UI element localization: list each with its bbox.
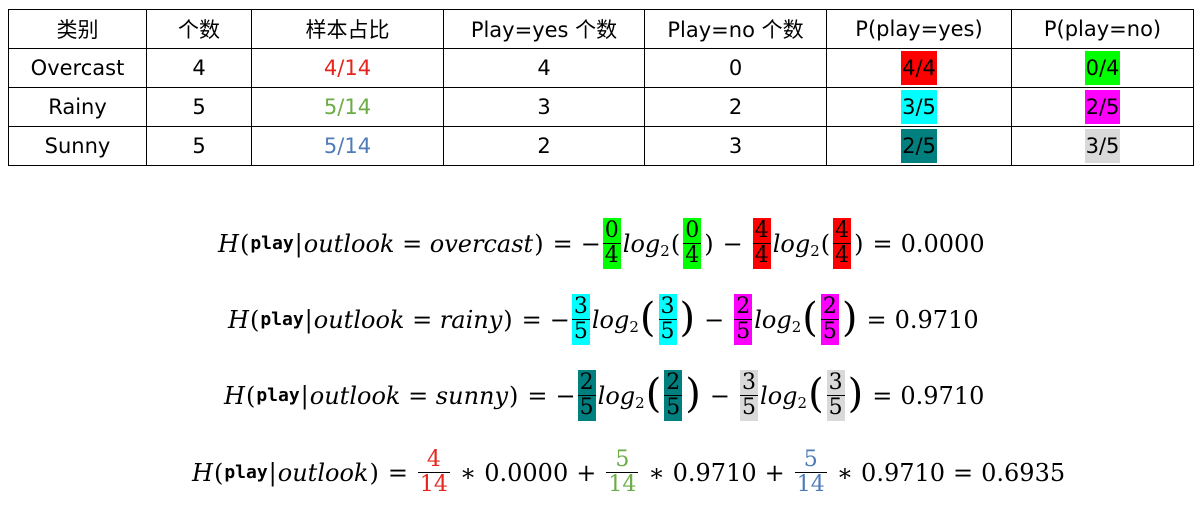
cell-category: Sunny (8, 126, 147, 166)
log-text: log (597, 381, 636, 410)
cell-ratio: 5/14 (251, 87, 444, 127)
cell-ratio: 4/14 (251, 48, 444, 88)
log-text: log (622, 229, 661, 258)
formula-result: 0.6935 (981, 458, 1066, 487)
header-yes-count: Play=yes 个数 (443, 9, 645, 49)
log-text: log (772, 229, 811, 258)
log-text: log (754, 305, 792, 334)
formula-condition: outlook = overcast (303, 229, 534, 258)
header-count: 个数 (146, 9, 252, 49)
cell-p-no: 3/5 (1011, 126, 1194, 166)
formula-play: play (250, 233, 294, 254)
cell-p-yes: 4/4 (826, 48, 1012, 88)
ratio-text: 5/14 (323, 95, 372, 119)
formula-condition: outlook = sunny (309, 381, 509, 410)
formula-play: play (256, 385, 300, 406)
header-category: 类别 (8, 9, 147, 49)
p-yes-highlight: 4/4 (901, 51, 937, 85)
formula-result: 0.9710 (900, 381, 985, 410)
cell-yes: 2 (443, 126, 645, 166)
cell-p-yes: 3/5 (826, 87, 1012, 127)
formula-condition: outlook = rainy (313, 305, 503, 334)
header-p-yes: P(play=yes) (826, 9, 1012, 49)
cell-no: 0 (644, 48, 827, 88)
p-yes-highlight: 2/5 (901, 129, 937, 163)
formula-result: 0.0000 (900, 229, 985, 258)
cell-count: 4 (146, 48, 252, 88)
log-text: log (760, 381, 798, 410)
p-no-highlight: 2/5 (1084, 90, 1121, 124)
formula-result: 0.9710 (894, 305, 979, 334)
cell-category: Overcast (8, 48, 147, 88)
cell-p-yes: 2/5 (826, 126, 1012, 166)
cell-p-no: 2/5 (1011, 87, 1194, 127)
cell-count: 5 (146, 87, 252, 127)
header-ratio: 样本占比 (251, 9, 444, 49)
cell-yes: 3 (443, 87, 645, 127)
table-row: Overcast 4 4/14 4 0 4/4 0/4 (8, 48, 1194, 88)
formula-h: H (224, 381, 245, 410)
header-no-count: Play=no 个数 (644, 9, 827, 49)
cell-yes: 4 (443, 48, 645, 88)
formula-h: H (218, 229, 239, 258)
table-header-row: 类别 个数 样本占比 Play=yes 个数 Play=no 个数 P(play… (8, 9, 1194, 49)
p-no-highlight: 0/4 (1084, 51, 1121, 85)
table-row: Rainy 5 5/14 3 2 3/5 2/5 (8, 87, 1194, 127)
ratio-text: 5/14 (323, 134, 372, 158)
term-value: 0.0000 (484, 458, 569, 487)
p-no-highlight: 3/5 (1084, 129, 1121, 163)
cell-p-no: 0/4 (1011, 48, 1194, 88)
cell-ratio: 5/14 (251, 126, 444, 166)
term-value: 0.9710 (861, 458, 946, 487)
log-text: log (591, 305, 630, 334)
header-p-no: P(play=no) (1011, 9, 1194, 49)
term-value: 0.9710 (672, 458, 757, 487)
cell-category: Rainy (8, 87, 147, 127)
ratio-text: 4/14 (323, 56, 372, 80)
formula-play: play (260, 309, 304, 330)
formula-play: play (224, 462, 268, 483)
cell-count: 5 (146, 126, 252, 166)
statistics-table: 类别 个数 样本占比 Play=yes 个数 Play=no 个数 P(play… (8, 9, 1194, 166)
formula-condition: outlook (277, 458, 369, 487)
cell-no: 2 (644, 87, 827, 127)
formula-h: H (192, 458, 213, 487)
cell-no: 3 (644, 126, 827, 166)
formula-h: H (228, 305, 249, 334)
table-row: Sunny 5 5/14 2 3 2/5 3/5 (8, 126, 1194, 166)
p-yes-highlight: 3/5 (901, 90, 937, 124)
